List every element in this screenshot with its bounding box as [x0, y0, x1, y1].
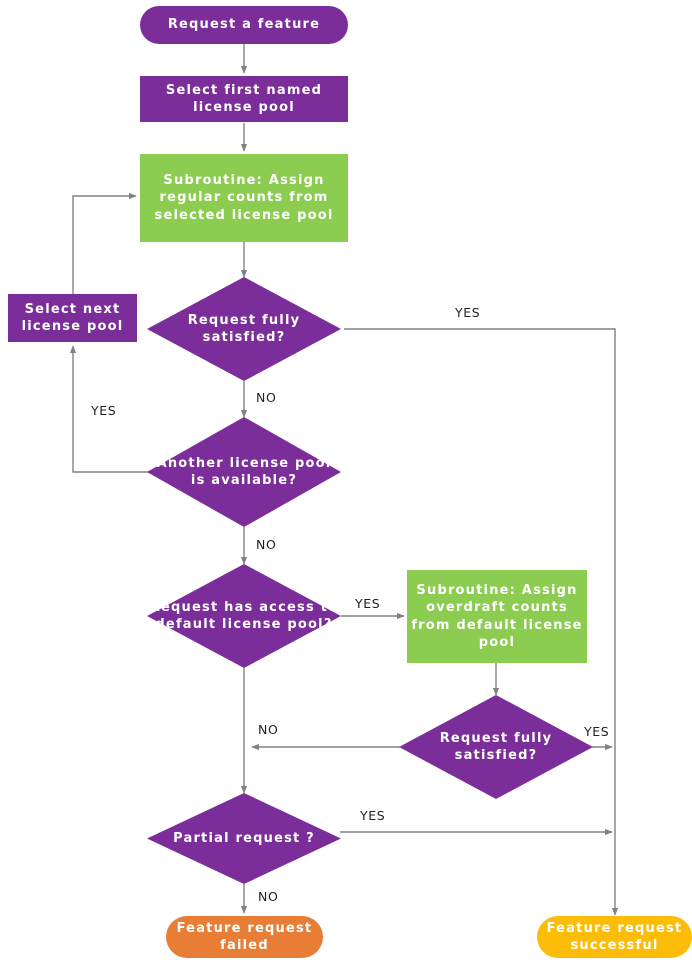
- node-label: Request a feature: [167, 17, 321, 33]
- diamond-shape: [147, 417, 341, 527]
- edge-label-satisfied1-yes: YES: [455, 305, 481, 320]
- node-label: Select first named license pool: [165, 82, 323, 115]
- edge-another-pool-yes-to-select-next: [69, 345, 149, 473]
- diamond-shape: [147, 564, 341, 668]
- edge-label-another-pool-no: NO: [256, 537, 277, 552]
- node-decision-request-has-access-default-pool[interactable]: Request has access to default license po…: [147, 564, 341, 668]
- node-feature-request-failed[interactable]: Feature request failed: [166, 916, 323, 958]
- diamond-shape: [147, 793, 341, 884]
- node-select-next-license-pool[interactable]: Select next license pool: [8, 294, 137, 342]
- node-subroutine-assign-regular-counts[interactable]: Subroutine: Assign regular counts from s…: [140, 154, 348, 242]
- edge-label-satisfied2-yes: YES: [584, 724, 610, 739]
- diamond-shape: [147, 277, 341, 381]
- edge-satisfied1-yes-right: [344, 328, 619, 916]
- edge-select-next-to-assign-regular: [72, 192, 137, 294]
- node-label: Feature request failed: [176, 920, 313, 953]
- node-decision-partial-request[interactable]: Partial request ?: [147, 793, 341, 884]
- node-feature-request-successful[interactable]: Feature request successful: [537, 916, 692, 958]
- node-decision-another-license-pool-available[interactable]: Another license pool is available?: [147, 417, 341, 527]
- edge-label-default-access-yes: YES: [355, 596, 381, 611]
- node-subroutine-assign-overdraft-counts[interactable]: Subroutine: Assign overdraft counts from…: [407, 570, 587, 663]
- edge-label-partial-yes: YES: [360, 808, 386, 823]
- node-request-a-feature[interactable]: Request a feature: [140, 6, 348, 44]
- node-select-first-named-license-pool[interactable]: Select first named license pool: [140, 76, 348, 122]
- node-label: Subroutine: Assign overdraft counts from…: [411, 583, 583, 650]
- edge-label-default-access-no: NO: [258, 722, 279, 737]
- diamond-shape: [399, 695, 593, 799]
- edge-label-partial-no: NO: [258, 889, 279, 904]
- node-label: Subroutine: Assign regular counts from s…: [154, 173, 334, 223]
- node-decision-request-fully-satisfied-2[interactable]: Request fully satisfied?: [399, 695, 593, 799]
- edge-label-another-pool-yes: YES: [91, 403, 117, 418]
- edge-label-satisfied1-no: NO: [256, 390, 277, 405]
- node-label: Select next license pool: [21, 301, 124, 334]
- node-decision-request-fully-satisfied-1[interactable]: Request fully satisfied?: [147, 277, 341, 381]
- node-label: Feature request successful: [546, 920, 683, 953]
